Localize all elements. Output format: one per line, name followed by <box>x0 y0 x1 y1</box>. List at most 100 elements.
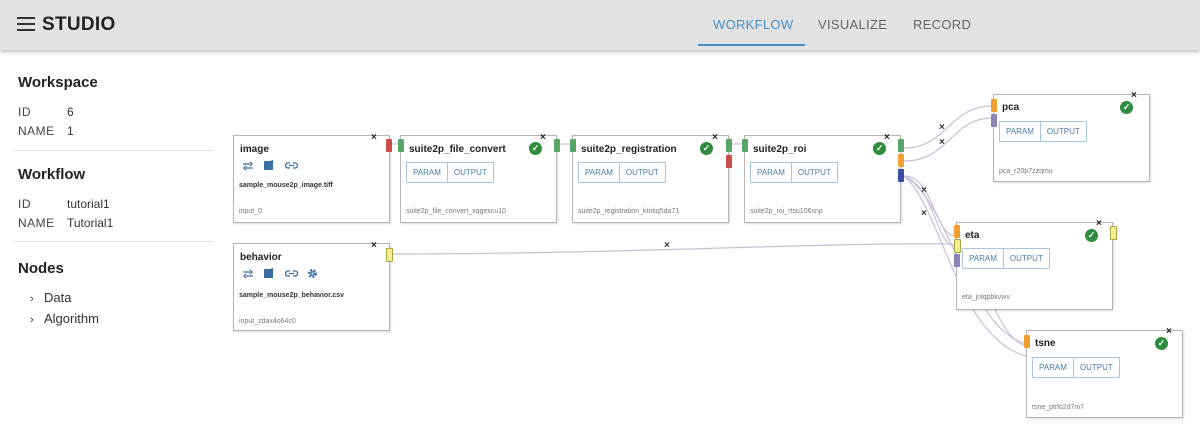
node-button-group: PARAM OUTPUT <box>750 162 838 183</box>
image-icon[interactable] <box>263 268 275 279</box>
success-check-icon: ✓ <box>1120 101 1133 114</box>
edge-delete-icon[interactable]: × <box>664 240 670 251</box>
node-id: input_0 <box>239 208 262 215</box>
node-file-name: sample_mouse2p_image.tiff <box>239 182 333 189</box>
param-button[interactable]: PARAM <box>1006 127 1034 136</box>
close-icon[interactable]: × <box>1096 218 1102 229</box>
chevron-right-icon: › <box>30 314 34 326</box>
tab-workflow[interactable]: WORKFLOW <box>713 17 794 32</box>
tree-item-algorithm[interactable]: ›Algorithm <box>30 311 99 326</box>
workspace-title: Workspace <box>18 74 98 91</box>
tree-item-label: Data <box>44 290 72 305</box>
input-handle[interactable] <box>991 114 997 127</box>
output-button[interactable]: OUTPUT <box>1002 249 1049 268</box>
close-icon[interactable]: × <box>540 132 546 143</box>
active-tab-indicator <box>698 44 805 46</box>
node-id: suite2p_registration_ktnkq5da71 <box>578 208 680 215</box>
node-button-group: PARAM OUTPUT <box>578 162 666 183</box>
output-handle[interactable] <box>726 155 732 168</box>
node-tsne[interactable]: tsne ✓ PARAM OUTPUT tsne_ptrlo2d7m7 × <box>1024 326 1183 418</box>
divider <box>14 241 214 242</box>
close-icon[interactable]: × <box>1131 90 1137 101</box>
param-button[interactable]: PARAM <box>1039 363 1067 372</box>
output-button[interactable]: OUTPUT <box>446 163 493 182</box>
link-icon[interactable] <box>284 269 298 278</box>
app-title: STUDIO <box>42 14 116 35</box>
edge[interactable] <box>390 243 957 255</box>
output-handle[interactable] <box>898 154 904 167</box>
input-handle[interactable] <box>742 139 748 152</box>
workflow-name-value: Tutorial1 <box>67 216 114 230</box>
input-handle[interactable] <box>991 99 997 112</box>
node-button-group: PARAM OUTPUT <box>406 162 494 183</box>
param-button[interactable]: PARAM <box>757 168 785 177</box>
edge[interactable] <box>903 117 994 162</box>
node-title: suite2p_file_convert <box>409 144 506 155</box>
input-handle[interactable] <box>954 239 961 253</box>
output-button[interactable]: OUTPUT <box>618 163 665 182</box>
edge-delete-icon[interactable]: × <box>921 185 927 196</box>
output-handle[interactable] <box>1110 226 1117 240</box>
node-id: input_zdax4o64c0 <box>239 318 296 325</box>
close-icon[interactable]: × <box>712 132 718 143</box>
tab-record[interactable]: RECORD <box>913 17 972 32</box>
input-handle[interactable] <box>954 254 960 267</box>
node-button-group: PARAM OUTPUT <box>962 248 1050 269</box>
node-id: suite2p_roi_rtsu106snp <box>750 208 823 215</box>
edge[interactable] <box>903 175 957 237</box>
output-button[interactable]: OUTPUT <box>1072 358 1119 377</box>
edge[interactable] <box>903 175 1027 357</box>
node-suite2p-registration[interactable]: suite2p_registration ✓ PARAM OUTPUT suit… <box>570 132 732 223</box>
close-icon[interactable]: × <box>1166 326 1172 337</box>
output-handle[interactable] <box>386 139 392 152</box>
success-check-icon: ✓ <box>1085 229 1098 242</box>
output-handle[interactable] <box>726 139 732 152</box>
input-handle[interactable] <box>570 139 576 152</box>
param-button[interactable]: PARAM <box>969 254 997 263</box>
edge[interactable] <box>903 105 994 149</box>
input-handle[interactable] <box>398 139 404 152</box>
node-title: behavior <box>240 252 282 263</box>
node-behavior[interactable]: behavior sample_mouse2p_behavior.csv inp… <box>233 240 393 331</box>
workflow-id-value: tutorial1 <box>67 197 110 211</box>
menu-icon[interactable] <box>17 17 35 31</box>
node-suite2p-file-convert[interactable]: suite2p_file_convert ✓ PARAM OUTPUT suit… <box>398 132 560 223</box>
node-eta[interactable]: eta ✓ PARAM OUTPUT eta_jnlqpbkvwv × <box>954 218 1117 310</box>
param-button[interactable]: PARAM <box>585 168 613 177</box>
tab-visualize[interactable]: VISUALIZE <box>818 17 888 32</box>
select-file-icon[interactable] <box>242 269 254 279</box>
workflow-canvas[interactable]: × × × × × image sample_mouse2p_image.tif… <box>228 78 1200 436</box>
edge-delete-icon[interactable]: × <box>921 208 927 219</box>
output-button[interactable]: OUTPUT <box>1039 122 1086 141</box>
link-icon[interactable] <box>284 161 298 170</box>
success-check-icon: ✓ <box>1155 337 1168 350</box>
select-file-icon[interactable] <box>242 161 254 171</box>
node-id: suite2p_file_convert_xqgexcu10 <box>406 208 507 215</box>
edge-delete-icon[interactable]: × <box>939 137 945 148</box>
edge-delete-icon[interactable]: × <box>939 122 945 133</box>
tree-item-data[interactable]: ›Data <box>30 290 71 305</box>
output-button[interactable]: OUTPUT <box>790 163 837 182</box>
close-icon[interactable]: × <box>371 132 377 143</box>
output-handle[interactable] <box>386 248 393 262</box>
node-id: tsne_ptrlo2d7m7 <box>1032 404 1085 411</box>
close-icon[interactable]: × <box>371 240 377 251</box>
edge[interactable] <box>903 175 957 247</box>
output-handle[interactable] <box>898 169 904 182</box>
output-handle[interactable] <box>898 139 904 152</box>
node-image[interactable]: image sample_mouse2p_image.tiff input_0 … <box>233 132 392 223</box>
node-pca[interactable]: pca ✓ PARAM OUTPUT pca_r20p7zzqmu × <box>991 90 1150 182</box>
workspace-name-label: NAME <box>18 124 55 138</box>
output-handle[interactable] <box>554 139 560 152</box>
node-id: eta_jnlqpbkvwv <box>962 294 1010 301</box>
input-handle[interactable] <box>954 225 960 238</box>
node-title: tsne <box>1035 338 1056 349</box>
close-icon[interactable]: × <box>884 132 890 143</box>
node-title: pca <box>1002 102 1020 113</box>
gear-icon[interactable] <box>307 268 318 279</box>
image-icon[interactable] <box>263 160 275 171</box>
param-button[interactable]: PARAM <box>413 168 441 177</box>
node-suite2p-roi[interactable]: suite2p_roi ✓ PARAM OUTPUT suite2p_roi_r… <box>742 132 904 223</box>
node-actions <box>242 268 325 282</box>
input-handle[interactable] <box>1024 335 1030 348</box>
